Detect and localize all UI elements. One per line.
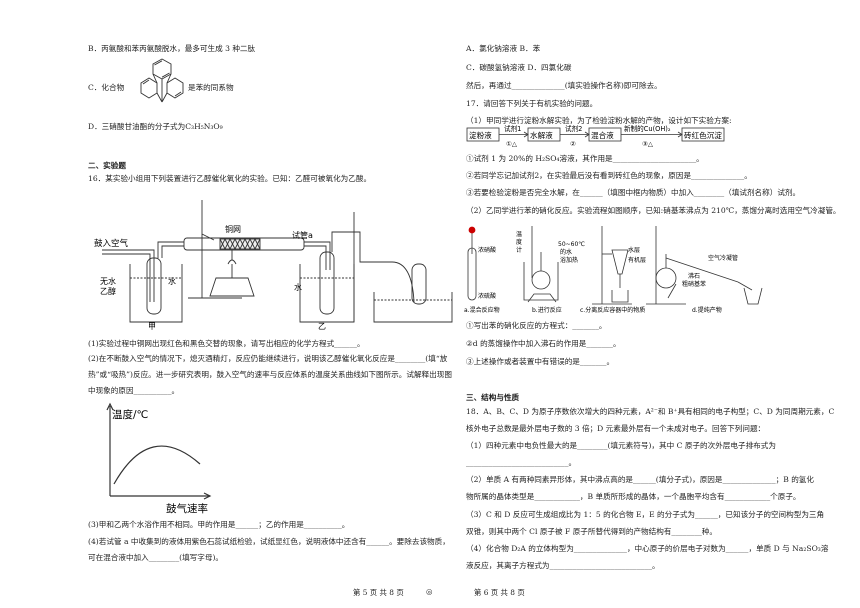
section-experiment-heading: 二、实验题 — [88, 161, 126, 170]
question-17-2-a: ①写出苯的硝化反应的方程式：_______。 — [466, 321, 607, 330]
flow-hydrolysate: 水解液 — [530, 130, 553, 140]
question-18-2-line2: 物所属的晶体类型是____________，B 单质所形成的晶体，一个晶胞平均含… — [466, 492, 801, 501]
question-17-2-c: ③上述操作或者装置中有错误的是_______。 — [466, 357, 615, 366]
page-divider-mark: ◎ — [426, 587, 433, 596]
label-anhydrous: 无水 — [100, 276, 116, 286]
question-18-line2: 核外电子总数是最外层电子数的 3 倍；D 元素最外层有一个未成对电子。回答下列问… — [466, 424, 766, 433]
option-ab: A．氯化钠溶液 B．苯 — [466, 44, 541, 53]
label-test-tube-a: 试管a — [292, 230, 313, 240]
label-sulfuric-acid: 浓硫酸 — [478, 292, 496, 300]
flow-reagent2: 试剂2 — [565, 124, 582, 133]
question-17-1-a: ①试剂 1 为 20%的 H₂SO₄溶液，其作用是_______________… — [466, 154, 704, 163]
option-c: C．化合物 — [88, 82, 124, 93]
label-crude-nitrobenzene: 粗硝基苯 — [682, 280, 706, 288]
flow-step2: ② — [570, 140, 576, 148]
option-c-prefix: C．化合物 — [88, 83, 125, 92]
question-17-1: （1）甲同学进行淀粉水解实验，为了检验淀粉水解的产物，设计如下实验方案: — [466, 116, 732, 125]
question-17-2-b: ②d 的蒸馏操作中加入沸石的作用是_______。 — [466, 339, 621, 348]
section-structure-heading: 三、结构与性质 — [466, 393, 520, 402]
label-air-condenser: 空气冷凝管 — [708, 254, 738, 262]
label-water-bath-1: 的水 — [560, 248, 572, 256]
temperature-vs-airflow-graph: 温度/℃ 鼓气速率 — [106, 402, 212, 515]
label-thermo-1: 温 — [516, 230, 522, 238]
option-c-suffix: 是苯的同系物 — [188, 83, 234, 92]
label-water-2: 水 — [294, 282, 302, 292]
question-16-stem: 16．某实验小组用下列装置进行乙醇催化氧化的实验。已知：乙醛可被氧化为乙酸。 — [88, 174, 372, 183]
question-17-1-b: ②若同学忘记加试剂2，在实验最后没有看到砖红色的现象，原因是__________… — [466, 171, 752, 180]
page-number-right: 第 6 页 共 8 页 — [474, 588, 525, 597]
label-water-1: 水 — [168, 276, 176, 286]
option-d: D．三硝酸甘油酯的分子式为C₃H₅N₃O₉ — [88, 122, 223, 131]
caption-a: a.混合反应物 — [464, 306, 500, 314]
nitration-apparatus: 浓硝酸 浓硫酸 温 度 计 50~60℃ 的水 浴加热 水层 有机层 沸石 粗硝… — [464, 226, 763, 314]
triptycene-structure — [140, 58, 184, 103]
option-b: B．丙氨酸和苯丙氨酸脱水，最多可生成 3 种二肽 — [88, 44, 256, 53]
label-organic-layer: 有机层 — [628, 256, 646, 264]
question-16-2-line2: 热”或“吸热”)反应。进一步研究表明，鼓入空气的速率与反应体系的温度关系曲线如下… — [88, 370, 452, 379]
question-17-2: （2）乙同学进行苯的硝化反应。实验流程如图顺序，已知:硝基苯沸点为 210℃，蒸… — [466, 206, 841, 215]
label-thermo-3: 计 — [516, 246, 522, 254]
question-16-4-line2: 可在混合液中加入________(填写字母)。 — [88, 553, 224, 562]
question-16-2-line1: (2)在不断鼓入空气的情况下，熄灭酒精灯，反应仍能继续进行，说明该乙醇催化氧化反… — [88, 354, 448, 363]
question-18-3-line2: 双锥，则其中两个 Cl 原子被 F 原子所替代得到的产物结构有________种… — [466, 527, 717, 536]
label-thermo-2: 度 — [516, 238, 522, 246]
option-cd: C．碳酸氢钠溶液 D．四氯化碳 — [466, 63, 572, 72]
flow-brick-red: 砖红色沉淀 — [684, 130, 722, 140]
ethanol-oxidation-apparatus: 鼓入空气 铜网 试管a 无水 乙醇 水 水 甲 乙 — [94, 200, 453, 330]
graph-x-label: 鼓气速率 — [166, 502, 208, 515]
label-jia: 甲 — [148, 322, 156, 330]
question-18-2-line1: （2）单质 A 有两种同素异形体，其中沸点高的是______(填分子式)，原因是… — [466, 475, 814, 484]
question-17-stem: 17．请回答下列关于有机实验的问题。 — [466, 99, 598, 108]
label-nitric-acid: 浓硝酸 — [478, 246, 496, 254]
question-18-1: （1）四种元素中电负性最大的是________(填元素符号)，其中 C 原子的次… — [466, 441, 776, 450]
question-16-3: (3)甲和乙两个水浴作用不相同。甲的作用是______；乙的作用是_______… — [88, 520, 350, 529]
label-yi: 乙 — [318, 322, 326, 330]
flow-step3: ③△ — [642, 140, 654, 148]
separation-line: 然后，再通过______________(填实验操作名称)即可除去。 — [466, 81, 662, 90]
flow-cuoh2: 新制的Cu(OH)₂ — [624, 124, 671, 133]
label-ethanol: 乙醇 — [100, 286, 116, 296]
question-18-4-line1: （4）化合物 D₂A 的立体构型为______________，中心原子的价层电… — [466, 544, 829, 553]
flow-reagent1: 试剂1 — [504, 124, 521, 133]
flow-starch: 淀粉液 — [469, 130, 492, 140]
label-copper-mesh: 铜网 — [225, 224, 241, 234]
question-16-1: (1)实验过程中铜网出现红色和黑色交替的现象，请写出相应的化学方程式______… — [88, 339, 365, 348]
label-boiling-chips: 沸石 — [688, 272, 700, 280]
caption-d: d.提纯产物 — [692, 306, 722, 314]
flow-step1: ①△ — [506, 140, 518, 148]
question-17-1-c: ③若要检验淀粉是否完全水解，在______（填图中框内物质）中加入_______… — [466, 188, 801, 197]
question-18-line1: 18．A、B、C、D 为原子序数依次增大的四种元素，A²⁻和 B⁺具有相同的电子… — [466, 407, 835, 416]
caption-c: c.分离反应容器中的物质 — [580, 306, 645, 314]
label-air-in: 鼓入空气 — [94, 238, 129, 249]
question-18-4-line2: 液反应，其离子方程式为___________________________。 — [466, 561, 660, 570]
flow-mixture: 混合液 — [591, 130, 614, 140]
question-16-4-line1: (4)若试管 a 中收集到的液体用紫色石蕊试纸检验，试纸显红色，说明液体中还含有… — [88, 537, 450, 546]
page-number-left: 第 5 页 共 8 页 — [353, 588, 404, 597]
label-water-bath-2: 浴加热 — [560, 256, 578, 264]
graph-y-label: 温度/℃ — [112, 408, 148, 421]
label-aqueous-layer: 水层 — [628, 246, 640, 254]
caption-b: b.进行反应 — [532, 306, 562, 314]
question-18-3-line1: （3）C 和 D 反应可生成组成比为 1：5 的化合物 E，E 的分子式为___… — [466, 510, 825, 519]
starch-hydrolysis-flowchart: 淀粉液 试剂1 ①△ 水解液 试剂2 ② 混合液 新制的Cu(OH)₂ ③△ 砖… — [466, 124, 725, 148]
question-16-2-line3: 中现象的原因__________。 — [88, 386, 180, 395]
label-temp-range: 50~60℃ — [558, 241, 585, 248]
question-18-1-blank: ___________________________。 — [466, 458, 577, 467]
